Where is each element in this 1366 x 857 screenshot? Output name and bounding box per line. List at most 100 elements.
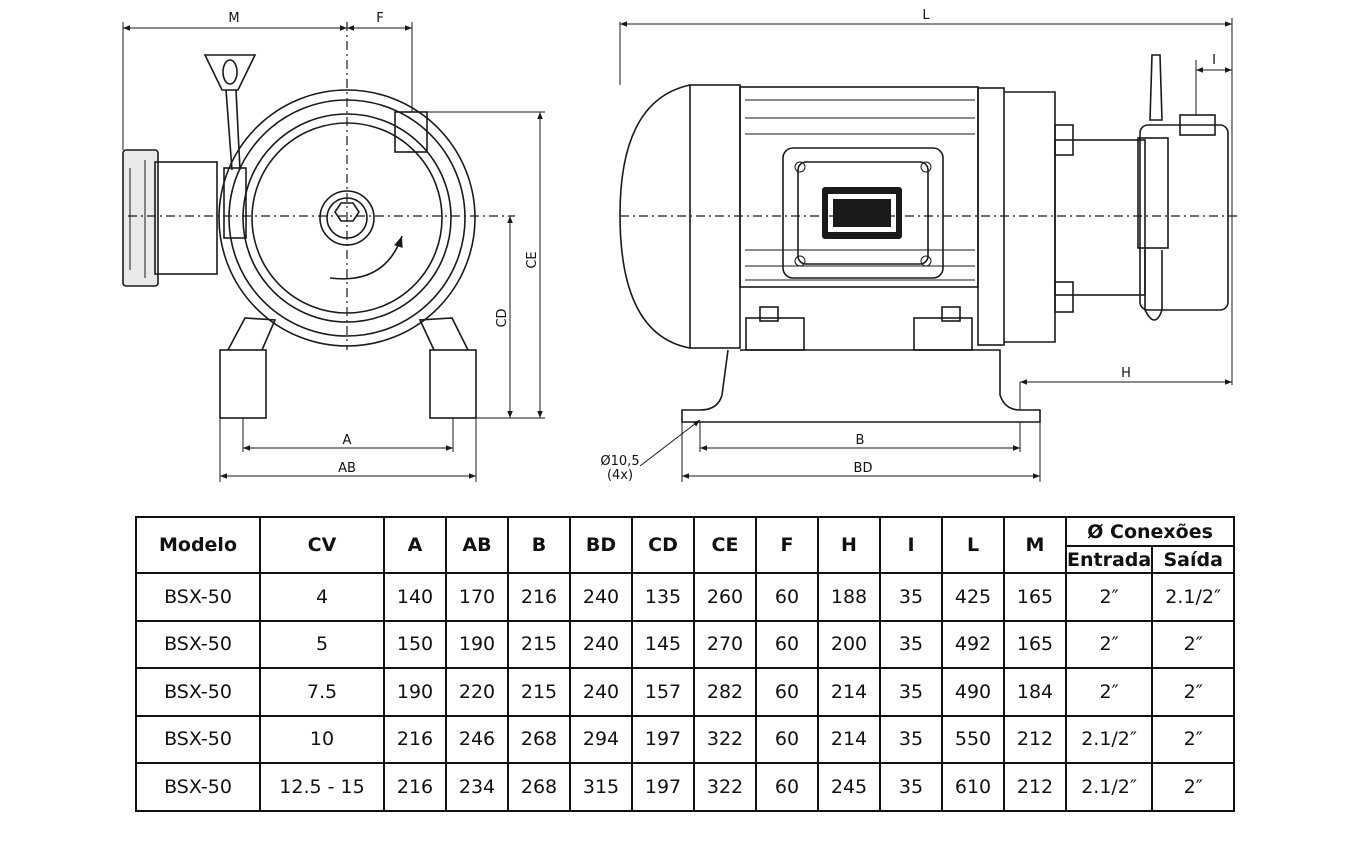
- table-cell: 197: [631, 714, 695, 764]
- header-modelo: Modelo: [135, 516, 261, 574]
- table-cell: 200: [817, 619, 881, 669]
- header-ab: AB: [445, 516, 509, 574]
- table-cell: 157: [631, 667, 695, 717]
- table-cell: 2″: [1064, 667, 1154, 717]
- dim-label-l: L: [922, 8, 930, 23]
- table-cell: 35: [879, 572, 943, 622]
- table-cell: 246: [445, 714, 509, 764]
- dim-label-a: A: [343, 433, 352, 448]
- table-cell: 268: [507, 762, 571, 812]
- table-cell: 170: [445, 572, 509, 622]
- table-cell: 165: [1003, 619, 1067, 669]
- table-cell: 35: [879, 762, 943, 812]
- table-cell: 150: [383, 619, 447, 669]
- dim-label-i: I: [1212, 53, 1216, 68]
- dim-label-bd: BD: [854, 461, 873, 476]
- table-cell: 322: [693, 714, 757, 764]
- table-cell: 188: [817, 572, 881, 622]
- table-cell: 268: [507, 714, 571, 764]
- table-cell: 2″: [1151, 762, 1236, 812]
- header-a: A: [383, 516, 447, 574]
- header-i: I: [879, 516, 943, 574]
- table-cell: 245: [817, 762, 881, 812]
- table-cell: 610: [941, 762, 1005, 812]
- table-cell: BSX-50: [135, 714, 261, 764]
- table-cell: 190: [445, 619, 509, 669]
- table-cell: 216: [383, 714, 447, 764]
- table-cell: 60: [755, 619, 819, 669]
- dimensions-table: Modelo CV A AB B BD CD CE F H I L M Ø Co…: [135, 515, 1236, 812]
- side-view: L I H B BD Ø10,5 (4x): [600, 8, 1240, 483]
- header-entrada: Entrada: [1064, 545, 1154, 574]
- header-bd: BD: [569, 516, 633, 574]
- table-cell: 2″: [1151, 667, 1236, 717]
- table-cell: 425: [941, 572, 1005, 622]
- table-cell: 550: [941, 714, 1005, 764]
- table-cell: 216: [383, 762, 447, 812]
- table-cell: 214: [817, 714, 881, 764]
- table-cell: BSX-50: [135, 667, 261, 717]
- table-cell: 2″: [1151, 619, 1236, 669]
- table-cell: BSX-50: [135, 762, 261, 812]
- dim-label-m: M: [228, 11, 239, 26]
- front-view: M F CE CD A AB: [122, 11, 545, 482]
- table-cell: 35: [879, 619, 943, 669]
- dim-label-h: H: [1121, 366, 1131, 381]
- table-cell: 140: [383, 572, 447, 622]
- table-cell: 282: [693, 667, 757, 717]
- header-cv: CV: [259, 516, 385, 574]
- table-cell: 190: [383, 667, 447, 717]
- table-cell: BSX-50: [135, 572, 261, 622]
- table-cell: 212: [1003, 714, 1067, 764]
- header-m: M: [1003, 516, 1067, 574]
- table-cell: 214: [817, 667, 881, 717]
- table-cell: 492: [941, 619, 1005, 669]
- table-cell: 184: [1003, 667, 1067, 717]
- table-cell: 212: [1003, 762, 1067, 812]
- technical-drawing: M F CE CD A AB: [122, 8, 1240, 483]
- table-cell: 220: [445, 667, 509, 717]
- table-cell: 2.1/2″: [1151, 572, 1236, 622]
- table-cell: 60: [755, 714, 819, 764]
- table-cell: 197: [631, 762, 695, 812]
- table-cell: 270: [693, 619, 757, 669]
- table-cell: 2.1/2″: [1064, 714, 1154, 764]
- table-cell: 215: [507, 667, 571, 717]
- header-conexoes: Ø Conexões: [1064, 515, 1236, 548]
- table-cell: BSX-50: [135, 619, 261, 669]
- table-cell: 260: [693, 572, 757, 622]
- header-b: B: [507, 516, 571, 574]
- table-cell: 12.5 - 15: [259, 762, 385, 812]
- table-cell: 2″: [1151, 714, 1236, 764]
- rotation-arrow-icon: [329, 235, 403, 280]
- table-cell: 2″: [1064, 572, 1154, 622]
- dim-label-f: F: [376, 11, 383, 26]
- dim-label-hole-dia: Ø10,5: [600, 454, 639, 469]
- table-cell: 216: [507, 572, 571, 622]
- table-cell: 294: [569, 714, 633, 764]
- dim-label-cd: CD: [495, 308, 510, 327]
- table-cell: 60: [755, 572, 819, 622]
- header-saida: Saída: [1151, 545, 1236, 574]
- table-cell: 240: [569, 572, 633, 622]
- table-cell: 240: [569, 667, 633, 717]
- table-cell: 322: [693, 762, 757, 812]
- table-cell: 35: [879, 667, 943, 717]
- header-cd: CD: [631, 516, 695, 574]
- table-cell: 135: [631, 572, 695, 622]
- table-cell: 4: [259, 572, 385, 622]
- dim-label-ab: AB: [338, 461, 356, 476]
- table-cell: 145: [631, 619, 695, 669]
- dim-label-ce: CE: [525, 251, 540, 268]
- dim-label-hole-qty: (4x): [607, 468, 633, 483]
- header-ce: CE: [693, 516, 757, 574]
- table-cell: 240: [569, 619, 633, 669]
- table-cell: 35: [879, 714, 943, 764]
- table-cell: 2″: [1064, 619, 1154, 669]
- table-cell: 490: [941, 667, 1005, 717]
